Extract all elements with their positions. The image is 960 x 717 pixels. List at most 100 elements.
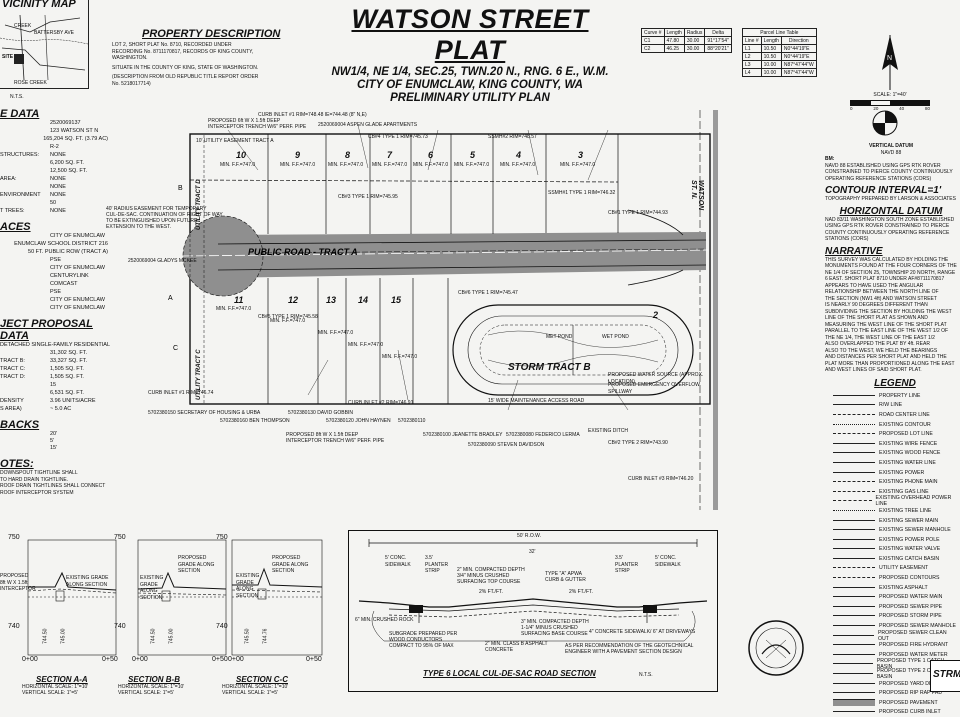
proposal-row-value: 3.96 UNITS/ACRE bbox=[50, 398, 96, 404]
section-callout: EXISTING GRADE ALONG SECTION bbox=[66, 575, 109, 588]
road-section-label: 5' CONC. SIDEWALK bbox=[385, 555, 411, 568]
proposal-row: TRACT B:33,327 SQ. FT. bbox=[0, 358, 108, 365]
legend-symbol-icon bbox=[833, 663, 873, 665]
slope-label: 2% FT./FT. bbox=[569, 589, 593, 595]
table-cell: N87°47'44"W bbox=[780, 60, 817, 69]
section-b-scale: HORIZONTAL SCALE: 1"=10' bbox=[118, 684, 185, 690]
legend-label: EXISTING OVERHEAD POWER LINE bbox=[875, 495, 952, 508]
legend-symbol-icon bbox=[833, 394, 875, 397]
legend-symbol-icon bbox=[833, 615, 875, 617]
curve-table-header: Radius bbox=[683, 28, 706, 37]
legend-item: EXISTING WATER VALVE bbox=[833, 545, 957, 555]
lot-ff: MIN. F.F.=747.0 bbox=[454, 162, 490, 168]
lot-ff: MIN. F.F.=747.0 bbox=[500, 162, 536, 168]
proposal-row: TRACT C:1,505 SQ. FT. bbox=[0, 366, 108, 373]
legend-symbol-icon bbox=[833, 699, 875, 707]
road-note: SURFACING BASE COURSE bbox=[521, 631, 588, 637]
legend-label: PROPERTY LINE bbox=[879, 392, 921, 399]
site-data-row-label bbox=[0, 128, 50, 135]
legend-label: PROPOSED SEWER PIPE bbox=[879, 603, 943, 610]
table-cell: L2 bbox=[742, 52, 762, 61]
scale-tick: 80 bbox=[924, 105, 930, 111]
structure-callout: CURB INLET #2 RIM=746.91 bbox=[348, 400, 414, 406]
legend-symbol-icon bbox=[833, 490, 875, 493]
section-b-title: SECTION B-B bbox=[128, 675, 180, 684]
road-label: PUBLIC ROAD - TRACT A bbox=[248, 247, 358, 257]
legend-label: EXISTING WATER VALVE bbox=[879, 546, 941, 553]
site-data-row: 6,200 SQ. FT. bbox=[0, 160, 108, 167]
table-cell: C1 bbox=[641, 36, 665, 45]
proposal-row-label bbox=[0, 350, 50, 357]
station-label: 0+00 bbox=[22, 656, 38, 663]
proposal-row: DETACHED SINGLE-FAMILY RESIDENTIAL bbox=[0, 342, 110, 349]
lot-ff: MIN. F.F.=747.0 bbox=[220, 162, 256, 168]
setback-value: 20' bbox=[50, 431, 58, 437]
property-description-title: PROPERTY DESCRIPTION bbox=[142, 28, 281, 40]
plan-note: WET POND bbox=[602, 334, 629, 340]
road-note: 1-1/4" MINUS CRUSHED bbox=[521, 625, 578, 631]
legend-label: PROPOSED SEWER CLEAN OUT bbox=[877, 629, 947, 642]
parcel-label: 5702380080 FEDERICO LERMA bbox=[506, 432, 580, 438]
svg-text:N: N bbox=[887, 55, 892, 62]
page-title: WATSON STREET PLAT bbox=[351, 4, 589, 65]
bm-label: BM: bbox=[825, 156, 835, 162]
sheet-label: STRM bbox=[933, 669, 960, 680]
legend-symbol-icon bbox=[833, 577, 875, 579]
vicinity-title: VICINITY MAP bbox=[2, 0, 76, 10]
legend-symbol-icon bbox=[833, 529, 875, 531]
elevation-label: 750 bbox=[216, 534, 228, 541]
legend-symbol-icon bbox=[833, 692, 875, 694]
parcel-label: 5702380120 JOHN HAYNEN bbox=[326, 418, 391, 424]
narrative-line: APPEARS TO HAVE USED THE ANGULAR bbox=[825, 282, 924, 289]
legend-symbol-icon bbox=[833, 605, 875, 608]
legend-symbol-icon bbox=[833, 452, 875, 454]
legend-item: PROPOSED WATER MAIN bbox=[833, 592, 957, 602]
plan-line: PRELIMINARY UTILITY PLAN bbox=[390, 92, 550, 104]
street-label: WATSON ST. N. bbox=[690, 180, 704, 211]
service-row-label bbox=[0, 233, 50, 240]
note-line: TO HARD DRAIN TIGHTLINE. bbox=[0, 476, 69, 483]
proposal-row: S AREA)~ 5.0 AC bbox=[0, 406, 108, 413]
table-cell: L3 bbox=[742, 60, 762, 69]
site-data-row: 12,500 SQ. FT. bbox=[0, 168, 108, 175]
legend-item: EXISTING CONTOUR bbox=[833, 420, 957, 430]
site-data-row-value: NONE bbox=[50, 176, 66, 182]
legend-item: EXISTING WIRE FENCE bbox=[833, 439, 957, 449]
table-row: C1 47.80 30.00 91°17'54" bbox=[641, 36, 732, 45]
legend-symbol-icon bbox=[833, 711, 875, 713]
legend-label: EXISTING CONTOUR bbox=[879, 421, 931, 428]
site-data-row: R-2 bbox=[0, 144, 108, 151]
lot-number: 15 bbox=[391, 295, 402, 305]
legend-symbol-icon bbox=[833, 433, 875, 435]
road-note: TYPE "A" APWA bbox=[545, 571, 582, 577]
proposal-title: JECT PROPOSAL DATA bbox=[0, 318, 93, 342]
site-data-row: T TREES:NONE bbox=[0, 208, 108, 215]
legend-label: PROPOSED SEWER MANHOLE bbox=[879, 623, 956, 630]
table-cell: 10.00 bbox=[760, 60, 782, 69]
section-a-vscale: VERTICAL SCALE: 1"=5' bbox=[22, 690, 78, 696]
property-description-line: SITUATE IN THE COUNTY OF KING, STATE OF … bbox=[112, 64, 259, 71]
legend-item: EXISTING SEWER MAIN bbox=[833, 516, 957, 526]
site-data-row: 123 WATSON ST N bbox=[0, 128, 108, 135]
lot-number: 13 bbox=[326, 295, 337, 305]
legend-label: PROPOSED CONTOURS bbox=[879, 575, 940, 582]
structure-callout: CURB INLET #1 RIM=748.48 IE=744.48 (8" N… bbox=[258, 112, 367, 118]
location-line: NW1/4, NE 1/4, SEC.25, TWN.20 N., RNG. 6… bbox=[331, 66, 609, 78]
pavement-width: 32' bbox=[529, 549, 536, 555]
proposal-row-label: TRACT D: bbox=[0, 374, 26, 380]
note-line: DOWNSPOUT TIGHTLINE SHALL bbox=[0, 470, 78, 476]
legend-item: EXISTING POWER bbox=[833, 468, 957, 478]
proposal-row-value: 1,505 SQ. FT. bbox=[50, 366, 84, 372]
proposal-row-value: 31,302 SQ. FT. bbox=[50, 350, 87, 356]
road-section-nts: N.T.S. bbox=[639, 672, 653, 678]
table-row: L2 10.50 N0°44'19"E bbox=[742, 52, 817, 61]
structure-callout: CB#6 TYPE 1 RIM=745.47 bbox=[458, 290, 518, 296]
legend-item: PROPOSED SEWER CLEAN OUT bbox=[833, 629, 957, 642]
legend-symbol-icon bbox=[833, 404, 875, 406]
legend-symbol-icon bbox=[833, 634, 874, 637]
legend-label: EXISTING POWER bbox=[879, 469, 925, 476]
vicinity-map: VICINITY MAP CREEK BATTERSBY AVE SITE RO… bbox=[0, 0, 89, 100]
site-data-row-label bbox=[0, 120, 50, 127]
table-cell: C2 bbox=[641, 44, 665, 53]
